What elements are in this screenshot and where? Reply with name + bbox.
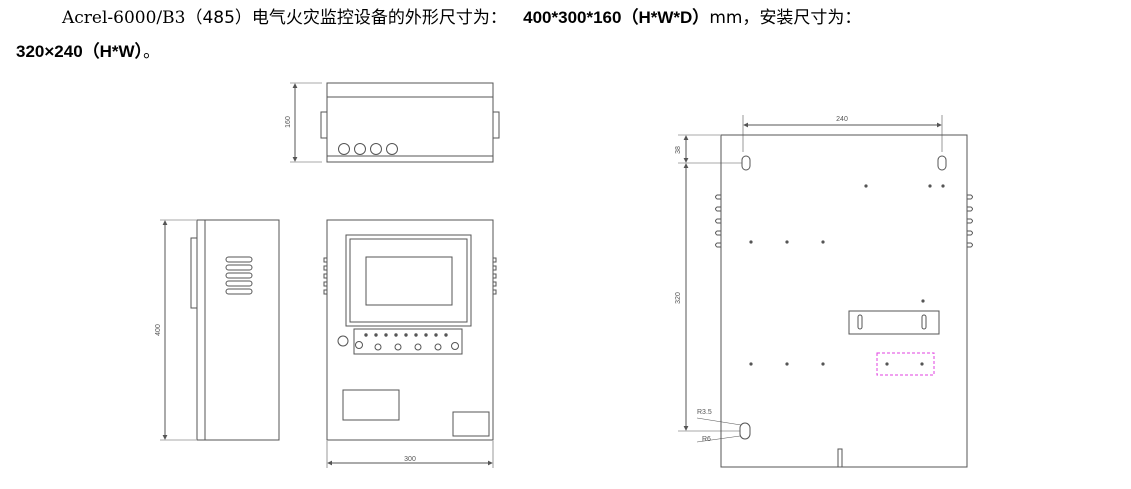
front-view [323, 219, 497, 468]
description-line-1: Acrel-6000/B3（485）电气火灾监控设备的外形尺寸为： 400*30… [62, 6, 861, 30]
vent-slot [225, 280, 253, 287]
panel-button [374, 343, 382, 351]
screen-bezel-inner [349, 238, 468, 323]
description-text: 电气火灾监控设备的外形尺寸为： [251, 8, 507, 28]
vent-slot [225, 272, 253, 279]
width-dimension-label: 300 [404, 456, 416, 463]
radius-leader-small [696, 417, 742, 426]
model-name: Acrel-6000/B3 [62, 8, 186, 28]
mount-height-dimension-label: 320 [675, 292, 682, 304]
vent-slot [225, 288, 253, 295]
bracket-slot [921, 314, 927, 330]
cable-gland [338, 143, 350, 155]
vent-slot [225, 256, 253, 263]
top-view-body [326, 82, 494, 163]
right-vents [493, 257, 497, 295]
keyhole-mount [937, 155, 947, 171]
side-view-handle [190, 237, 198, 309]
button-panel [353, 328, 463, 355]
height-dimension-label: 400 [155, 324, 162, 336]
mount-top-dimension-label: 38 [675, 146, 682, 154]
screen-bezel [345, 234, 472, 327]
panel-button [394, 343, 402, 351]
install-label: 安装尺寸为： [759, 8, 862, 28]
panel-button [434, 343, 442, 351]
model-interface: （485） [185, 8, 252, 28]
radius-small-label: R3.5 [697, 409, 712, 416]
top-view-left-handle [320, 111, 328, 139]
depth-dimension-label: 160 [285, 116, 292, 128]
side-view-body [196, 219, 280, 441]
keyhole-mount-bottom [739, 422, 751, 440]
cable-gland [370, 143, 382, 155]
nameplate [452, 411, 490, 437]
mounting-bracket [848, 310, 940, 335]
sentence-end: 。 [143, 42, 161, 62]
mounting-view [678, 115, 973, 468]
indicator-lamp [337, 335, 349, 347]
overall-dimensions: 400*300*160 [523, 8, 622, 27]
back-panel [720, 134, 968, 468]
left-vents [323, 257, 327, 295]
back-right-vents [967, 194, 973, 248]
mount-width-dimension-label: 240 [836, 116, 848, 123]
lcd-display [365, 256, 453, 306]
radius-large-label: R6 [702, 436, 711, 443]
front-view-body [326, 219, 494, 441]
bottom-tab [837, 448, 843, 467]
radius-leader-large [696, 435, 741, 443]
printer-slot [342, 389, 400, 421]
cable-gland [386, 143, 398, 155]
keyhole-mount [741, 155, 751, 171]
description-line-2: 320×240（H*W）。 [16, 40, 160, 64]
top-view [290, 82, 500, 163]
bracket-slot [857, 314, 863, 330]
back-left-vents [715, 194, 721, 248]
panel-button [355, 341, 363, 349]
terminal-area-dashed [876, 352, 935, 376]
panel-button [414, 343, 422, 351]
panel-button [451, 342, 459, 350]
install-dimensions: 320×240 [16, 42, 83, 61]
dimension-unit: mm， [709, 8, 760, 28]
top-view-right-handle [492, 111, 500, 139]
overall-dimensions-axes: （H*W*D） [621, 8, 710, 27]
install-dimensions-axes: （H*W） [82, 42, 144, 61]
vent-slot [225, 264, 253, 271]
cable-gland [354, 143, 366, 155]
side-view [160, 219, 280, 441]
